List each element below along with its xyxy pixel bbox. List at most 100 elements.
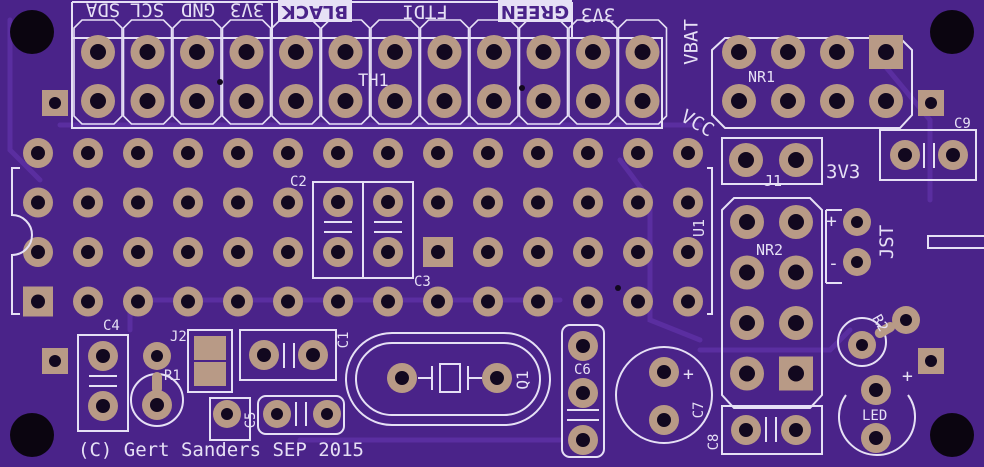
header-labels: SDA SCL GND 3V3: [85, 0, 264, 21]
label-q1: Q1: [513, 370, 532, 389]
perf-pad-hole: [181, 294, 195, 309]
header-pin-hole: [436, 44, 453, 60]
label-j1: J1: [764, 172, 782, 190]
label-j2: J2: [170, 329, 187, 345]
header-pin-hole: [634, 93, 651, 109]
header-pin-hole: [387, 44, 403, 60]
nr2-pin-hole: [739, 264, 755, 281]
header-pin-cell: [568, 19, 618, 125]
perf-pad-hole: [81, 294, 95, 309]
label-c9: C9: [954, 116, 971, 132]
header-label-scl: SCL: [130, 0, 164, 21]
header-pin-cell: [370, 19, 420, 125]
smd-pad-top: [194, 336, 226, 360]
label-c8: C8: [706, 434, 722, 451]
group-label-green: GREEN: [501, 1, 569, 22]
perf-pad-hole: [681, 245, 695, 259]
perf-pad-hole: [581, 146, 595, 160]
r2-outline: [837, 317, 887, 367]
label-c3: C3: [414, 274, 431, 290]
label-c2: C2: [290, 174, 307, 190]
perf-pad-hole: [231, 146, 245, 160]
nr2-outline: [721, 197, 823, 409]
perf-pad-hole: [281, 195, 295, 210]
label-extra-3v3: 3V3: [581, 4, 615, 26]
nr1-pin-hole: [878, 44, 894, 60]
label-jst-plus: +: [826, 211, 837, 232]
perf-pad-hole: [231, 245, 245, 259]
label-c1: C1: [336, 332, 352, 349]
perf-pad-hole: [31, 146, 45, 160]
header-pin-hole: [189, 93, 205, 109]
smd-pad-bottom: [194, 362, 226, 386]
perf-pad-hole: [231, 294, 245, 309]
nr1-pin-hole: [731, 44, 747, 60]
perf-pad-hole: [81, 195, 95, 210]
perf-pad-hole: [631, 245, 645, 259]
header-pin-hole: [486, 44, 502, 60]
perf-pad-hole: [331, 146, 345, 160]
header-pin-hole: [238, 44, 255, 60]
q1-outline-inner: [355, 342, 541, 416]
perf-pad-hole: [581, 195, 595, 210]
label-c7: C7: [691, 402, 707, 419]
led-outline: [838, 394, 916, 456]
header-pin-hole: [436, 93, 453, 109]
c4-outline: [77, 334, 129, 432]
c9-outline: [879, 129, 977, 181]
label-jst: JST: [876, 225, 898, 259]
perf-pad-hole: [631, 294, 645, 309]
header-pins: [73, 19, 668, 125]
perf-pad-hole: [131, 146, 145, 160]
header-pin-cell: [320, 19, 371, 125]
perf-grid: [23, 138, 703, 317]
header-pin-hole: [90, 44, 106, 60]
label-c7-plus: +: [683, 364, 694, 385]
header-pin-hole: [288, 44, 304, 60]
perf-pad-hole: [681, 195, 695, 210]
label-r2: R2: [869, 312, 891, 335]
perf-pad-hole: [631, 146, 645, 160]
perf-pad-hole: [481, 195, 495, 210]
nr1-pin-hole: [878, 93, 894, 109]
header-outline: [71, 37, 663, 129]
label-jst-minus: -: [828, 253, 839, 274]
nr1-pin-hole: [829, 44, 845, 60]
header-pin-hole: [585, 93, 601, 109]
nr1-pin-hole: [829, 93, 845, 109]
header-pin-hole: [238, 93, 255, 109]
perf-pad-hole: [181, 146, 195, 160]
label-nr2: NR2: [756, 241, 783, 259]
smd-outline: [187, 329, 233, 393]
mount-hole-tl: [10, 10, 54, 54]
group-label-black: BLACK: [281, 1, 348, 22]
header-pin-hole: [486, 93, 502, 109]
perf-pad-hole: [431, 146, 445, 160]
header-pin-cell: [518, 19, 569, 125]
perf-pad-hole: [81, 245, 95, 259]
label-led-plus: +: [902, 366, 913, 387]
header-pin-hole: [139, 44, 156, 60]
perf-pad-hole: [31, 195, 45, 210]
copyright-text: (C) Gert Sanders SEP 2015: [78, 439, 364, 461]
perf-pad-hole: [181, 195, 195, 210]
header-pin-cell: [122, 19, 173, 125]
jst-bracket: [825, 209, 842, 284]
perf-pad-hole: [131, 245, 145, 259]
left-bracket: [11, 167, 33, 315]
c6-outline: [561, 324, 605, 458]
perf-pad-hole: [281, 245, 295, 259]
label-j1-voltage: 3V3: [826, 161, 860, 183]
perf-pad-hole: [531, 245, 545, 259]
perf-pad-hole: [431, 245, 445, 259]
header-pin-hole: [288, 93, 304, 109]
nr2-pin-hole: [788, 315, 804, 331]
header-pin-hole: [337, 44, 354, 60]
mount-hole-br: [930, 413, 974, 457]
header-pin-cell: [419, 19, 470, 125]
mount-hole-tr: [930, 10, 974, 54]
nr2-pin-hole: [788, 365, 804, 382]
c3-outline: [362, 181, 414, 279]
